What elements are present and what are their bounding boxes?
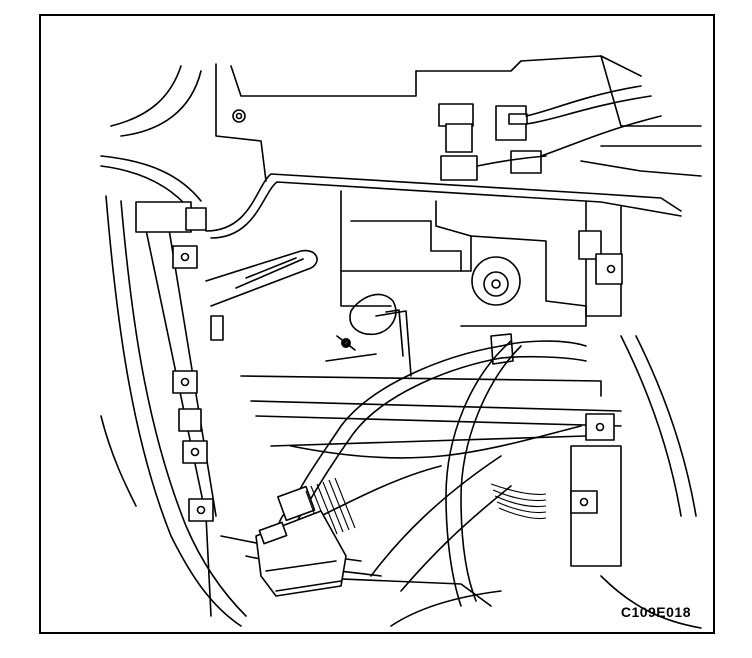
upper-dashboard-panel <box>100 55 702 212</box>
figure-code: C109E018 <box>620 604 691 620</box>
left-side-panel <box>100 195 247 627</box>
connector-cluster-top <box>438 85 662 181</box>
right-side-bracket <box>570 335 702 629</box>
harness-connector <box>255 477 356 597</box>
slotted-strap <box>205 249 318 307</box>
dashboard-wiring-illustration <box>100 55 702 629</box>
mounting-screw <box>336 293 412 377</box>
illustration-frame: C109E018 <box>39 14 715 634</box>
mounting-bracket <box>205 173 682 327</box>
